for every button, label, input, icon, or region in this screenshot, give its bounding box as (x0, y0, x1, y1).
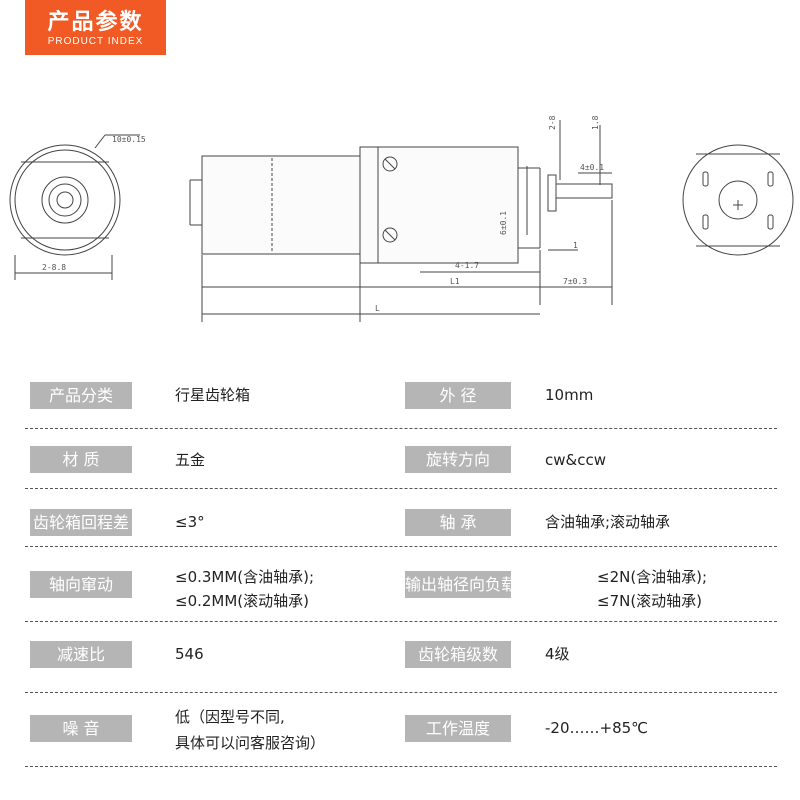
spec-label-temperature: 工作温度 (405, 715, 511, 742)
spec-value-noise-1: 低（因型号不同, (175, 708, 285, 726)
spec-value-axial-play-2: ≤0.2MM(滚动轴承) (175, 592, 310, 610)
spec-value-outer-diameter: 10mm (545, 386, 594, 404)
spec-value-bearing: 含油轴承;滚动轴承 (545, 513, 671, 531)
dim-l1: L1 (450, 277, 460, 286)
section-subtitle: PRODUCT INDEX (47, 36, 144, 47)
section-title: 产品参数 (47, 10, 144, 35)
side-view (189, 120, 613, 322)
dimension-labels: 10±0.15 2-8.8 2-8 1.8 4±0.1 6±0.1 4-1.7 … (42, 115, 604, 313)
spec-label-stages: 齿轮箱级数 (405, 641, 511, 668)
right-end-view (682, 144, 794, 256)
spec-value-temperature: -20……+85℃ (545, 719, 649, 737)
spec-value-material: 五金 (175, 451, 206, 469)
spec-value-rotation: cw&ccw (545, 451, 606, 469)
row-divider (25, 428, 777, 429)
dim-shaft-4: 4±0.1 (580, 163, 604, 172)
spec-label-rotation: 旋转方向 (405, 446, 511, 473)
spec-value-ratio: 546 (175, 645, 204, 663)
spec-label-bearing: 轴 承 (405, 509, 511, 536)
dim-1-8: 1.8 (591, 115, 600, 130)
section-header: 产品参数 PRODUCT INDEX (25, 0, 166, 55)
row-divider (25, 766, 777, 767)
spec-value-radial-load-2: ≤7N(滚动轴承) (597, 592, 703, 610)
row-divider (25, 692, 777, 693)
row-divider (25, 621, 777, 622)
spec-label-material: 材 质 (30, 446, 132, 473)
technical-drawing: 10±0.15 2-8.8 2-8 1.8 4±0.1 6±0.1 4-1.7 … (0, 90, 800, 340)
left-end-view (9, 134, 140, 280)
spec-label-noise: 噪 音 (30, 715, 132, 742)
dim-shaft-7: 7±0.3 (563, 277, 587, 286)
spec-label-radial-load: 输出轴径向负载 (405, 571, 517, 598)
spec-value-backlash: ≤3° (175, 513, 205, 531)
dim-one: 1 (573, 241, 578, 250)
row-divider (25, 546, 777, 547)
motor-dimension-drawing: 10±0.15 2-8.8 2-8 1.8 4±0.1 6±0.1 4-1.7 … (9, 115, 794, 322)
dim-diameter-10: 10±0.15 (112, 135, 146, 144)
spec-label-category: 产品分类 (30, 382, 132, 409)
dim-flat-2-8: 2-8 (548, 115, 557, 130)
dim-screw-4-1-7: 4-1.7 (455, 261, 479, 270)
spec-label-backlash: 齿轮箱回程差 (30, 509, 132, 536)
row-divider (25, 488, 777, 489)
dim-pilot-6: 6±0.1 (499, 211, 508, 235)
spec-value-axial-play-1: ≤0.3MM(含油轴承); (175, 568, 315, 586)
spec-value-radial-load-1: ≤2N(含油轴承); (597, 568, 708, 586)
spec-label-ratio: 减速比 (30, 641, 132, 668)
dim-flat-8-8: 2-8.8 (42, 263, 66, 272)
dim-total-l: L (375, 304, 380, 313)
spec-value-category: 行星齿轮箱 (175, 386, 251, 404)
spec-label-outer-diameter: 外 径 (405, 382, 511, 409)
spec-value-stages: 4级 (545, 645, 570, 663)
spec-value-noise-2: 具体可以问客服咨询） (175, 734, 326, 752)
spec-label-axial-play: 轴向窜动 (30, 571, 132, 598)
